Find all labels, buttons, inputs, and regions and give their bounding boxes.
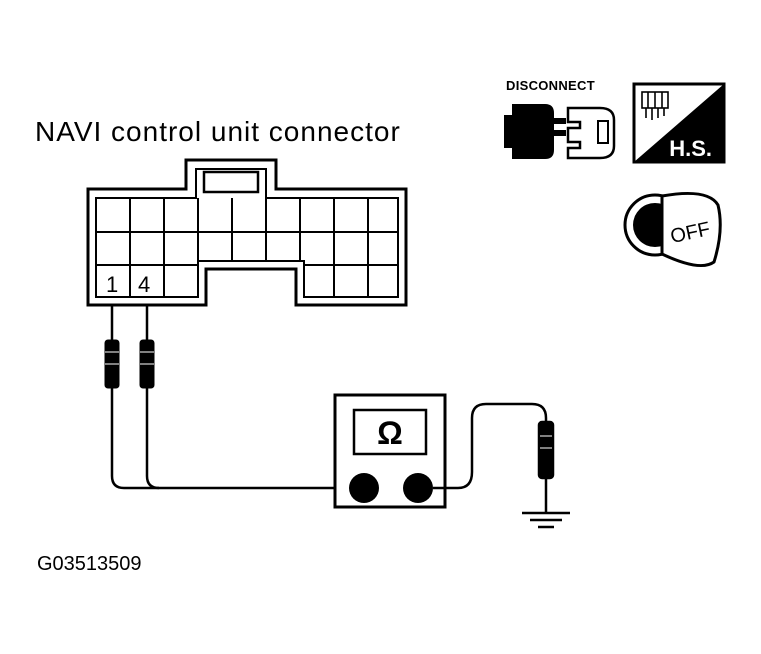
ignition-off-icon: OFF — [623, 192, 722, 268]
harness-side-label: H.S. — [669, 136, 712, 161]
probe-handles — [104, 339, 155, 389]
ground-symbol-icon — [522, 511, 570, 529]
pin-label-1: 1 — [106, 272, 118, 297]
navi-connector: 1 4 — [86, 158, 408, 307]
disconnect-icon: DISCONNECT — [504, 78, 616, 160]
probe-leads — [110, 305, 350, 490]
ohmmeter: Ω — [333, 393, 447, 509]
probe-lead-pin4 — [145, 305, 160, 490]
connector-cavities — [96, 198, 398, 297]
harness-side-icon: H.S. — [632, 82, 726, 164]
probe-lead-pin1 — [110, 305, 350, 490]
connector-inner-outline — [95, 168, 399, 298]
ohmmeter-terminal-left — [349, 473, 379, 503]
connector-outline — [86, 158, 408, 307]
ohmmeter-terminal-right — [403, 473, 433, 503]
ohmmeter-display — [352, 408, 428, 456]
disconnect-label: DISCONNECT — [506, 78, 595, 93]
pin-label-4: 4 — [138, 272, 150, 297]
ohm-symbol: Ω — [377, 415, 403, 451]
ground-probe-handle — [537, 420, 555, 480]
connector-lock-tab — [202, 170, 260, 194]
diagram-title: NAVI control unit connector — [35, 116, 401, 147]
figure-id: G03513509 — [37, 553, 142, 575]
ground-lead — [433, 402, 570, 529]
